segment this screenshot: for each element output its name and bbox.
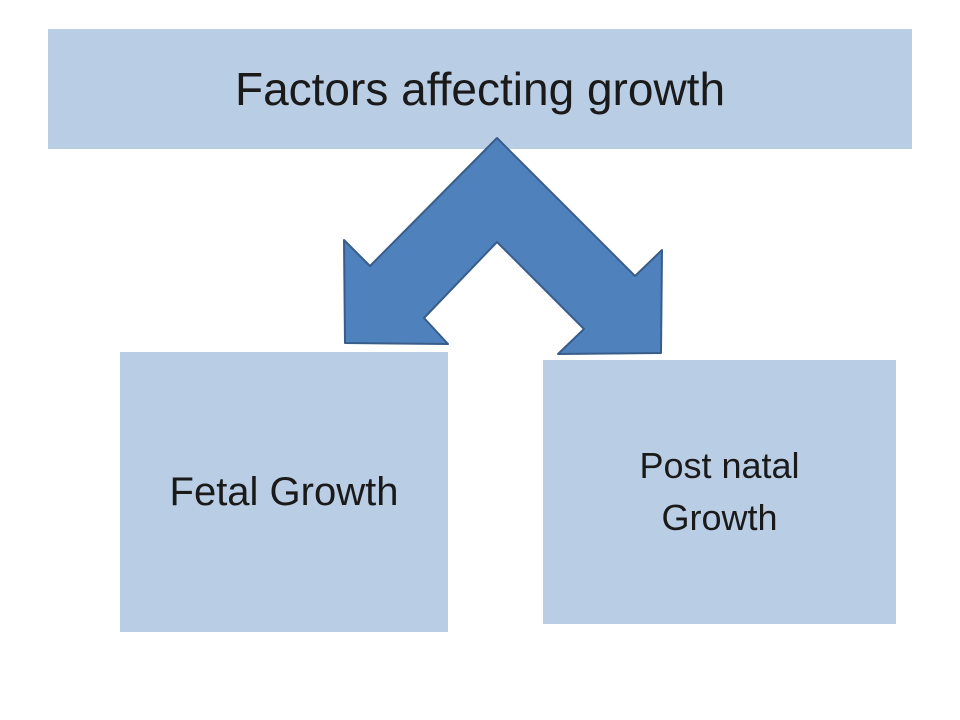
split-arrow-shape [343, 137, 663, 355]
title-text: Factors affecting growth [234, 63, 726, 115]
post-natal-growth-box: Post natal Growth [543, 360, 896, 624]
fetal-growth-box: Fetal Growth [120, 352, 448, 632]
title-box: Factors affecting growth [48, 29, 912, 149]
fetal-growth-label: Fetal Growth [169, 469, 399, 514]
post-natal-growth-label: Post natal Growth [639, 444, 800, 538]
